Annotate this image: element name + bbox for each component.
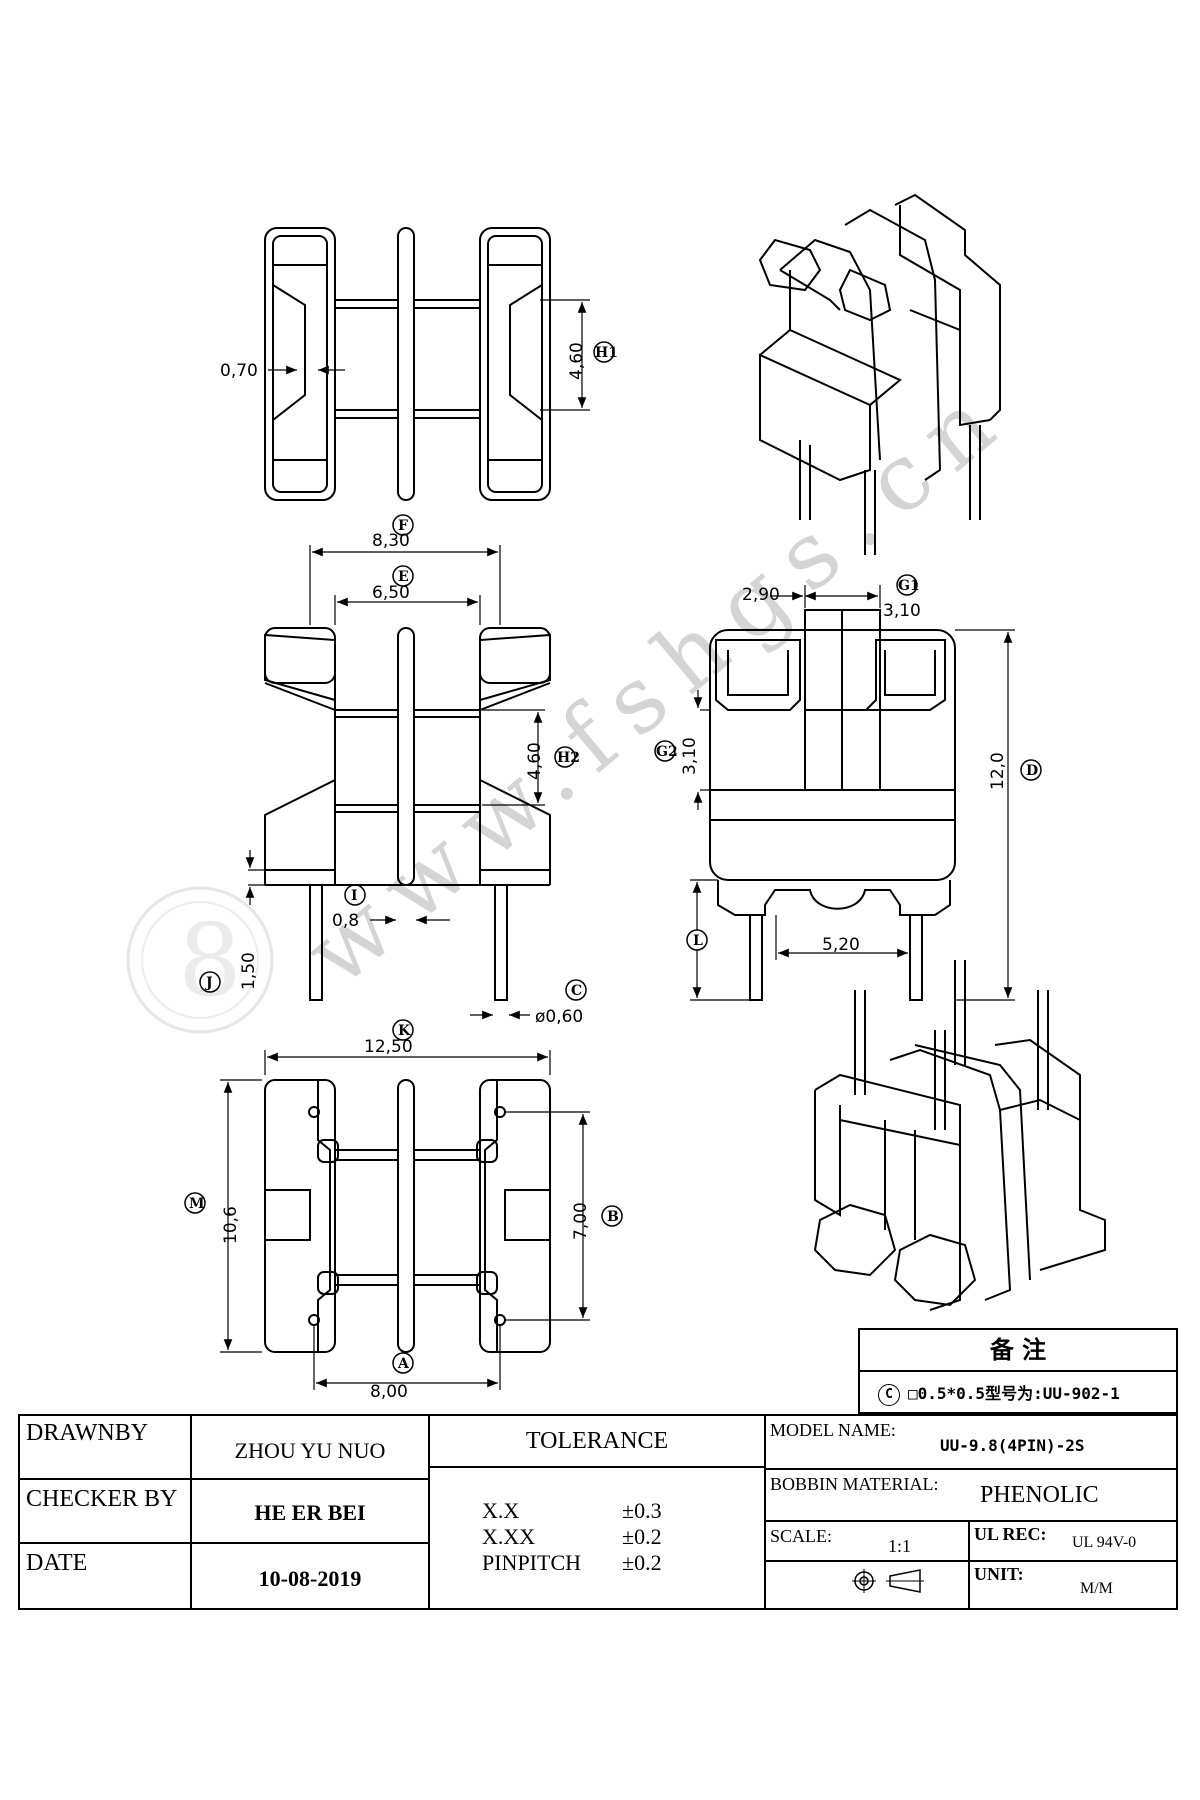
svg-text:H2: H2 <box>557 750 580 766</box>
material-value: PHENOLIC <box>980 1482 1099 1508</box>
tolerance-row: X.X ±0.3 <box>482 1498 742 1524</box>
checker-value: HE ER BEI <box>254 1500 366 1525</box>
svg-text:E: E <box>398 569 409 585</box>
tolerance-key: X.XX <box>482 1524 536 1549</box>
tolerance-key: PINPITCH <box>482 1550 582 1575</box>
dim-h2: 4,60 <box>525 742 545 780</box>
svg-text:C: C <box>571 983 582 999</box>
svg-text:D: D <box>1026 763 1038 779</box>
side-view-dims <box>690 585 1015 1001</box>
unit-label: UNIT: <box>974 1564 1024 1584</box>
dim-g1-left: 2,90 <box>742 585 780 605</box>
watermark-text: www.fshgs.cn <box>285 358 1029 1006</box>
tag-g2: G2 <box>654 740 678 762</box>
dim-c: ø0,60 <box>535 1007 583 1027</box>
tolerance-key: X.X <box>482 1498 520 1523</box>
dim-a: 8,00 <box>370 1382 408 1402</box>
front-view <box>264 627 551 1001</box>
isometric-view-top <box>758 193 1001 555</box>
svg-text:F: F <box>398 518 408 534</box>
dim-j: 1,50 <box>239 952 259 990</box>
scale-value: 1:1 <box>888 1536 912 1556</box>
tag-d: D <box>1020 759 1042 781</box>
watermark-logo: 8 <box>126 886 274 1034</box>
tag-l: L <box>686 929 708 951</box>
material-label: BOBBIN MATERIAL: <box>770 1474 939 1494</box>
dim-i: 0,8 <box>332 911 359 931</box>
date-value: 10-08-2019 <box>258 1566 362 1591</box>
dim-d: 12,0 <box>988 752 1008 790</box>
svg-text:K: K <box>398 1023 411 1039</box>
tag-j: J <box>199 971 221 993</box>
checker-label: CHECKER BY <box>26 1486 178 1512</box>
dim-g2: 3,10 <box>680 737 700 775</box>
remarks-tag: C <box>878 1383 900 1406</box>
unit-value: M/M <box>1080 1580 1113 1597</box>
svg-text:G2: G2 <box>656 744 678 760</box>
dim-k: 12,50 <box>364 1037 413 1057</box>
tag-h2: H2 <box>554 746 580 768</box>
tag-f: F <box>392 514 414 536</box>
svg-text:I: I <box>351 888 358 904</box>
tag-c: C <box>565 979 587 1001</box>
dim-b: 7,00 <box>571 1202 591 1240</box>
remarks-title: 备 注 <box>860 1330 1176 1372</box>
tolerance-value: ±0.2 <box>622 1524 662 1549</box>
svg-text:G1: G1 <box>898 578 920 594</box>
tolerance-value: ±0.3 <box>622 1498 662 1523</box>
svg-text:L: L <box>693 933 703 949</box>
remarks-box: 备 注 C □0.5*0.5型号为:UU-902-1 <box>858 1328 1178 1414</box>
dim-f: 8,30 <box>372 531 410 551</box>
tolerance-table: X.X ±0.3 X.XX ±0.2 PINPITCH ±0.2 <box>482 1498 742 1576</box>
tag-e: E <box>392 565 414 587</box>
drawn-by-value: ZHOU YU NUO <box>234 1438 386 1463</box>
date-label: DATE <box>26 1550 88 1576</box>
tag-b: B <box>601 1205 623 1227</box>
top-view <box>264 227 551 501</box>
bottom-view-dims <box>220 1050 590 1390</box>
svg-text:8: 8 <box>178 902 242 1019</box>
side-view <box>709 609 956 1001</box>
ul-value: UL 94V-0 <box>1072 1534 1137 1551</box>
title-block: DRAWNBY ZHOU YU NUO CHECKER BY HE ER BEI… <box>18 1414 1178 1610</box>
third-angle-projection-icon <box>852 1569 924 1593</box>
drawn-by-label: DRAWNBY <box>26 1420 149 1446</box>
svg-text:H1: H1 <box>595 345 618 361</box>
svg-text:M: M <box>189 1196 205 1212</box>
remarks-text: □0.5*0.5型号为:UU-902-1 <box>908 1384 1120 1403</box>
tolerance-value: ±0.2 <box>622 1550 662 1575</box>
tag-g1: G1 <box>896 574 920 596</box>
tag-i: I <box>344 884 366 906</box>
svg-text:J: J <box>204 975 213 991</box>
isometric-view-bottom <box>813 960 1106 1311</box>
scale-label: SCALE: <box>770 1526 833 1546</box>
tag-m: M <box>184 1192 206 1214</box>
dim-pin-spacing: 5,20 <box>822 935 860 955</box>
remarks-line: C □0.5*0.5型号为:UU-902-1 <box>878 1380 1174 1408</box>
bottom-view <box>264 1079 551 1353</box>
dim-m: 10,6 <box>221 1206 241 1244</box>
front-view-dims <box>245 545 545 1020</box>
dim-e: 6,50 <box>372 583 410 603</box>
tag-k: K <box>392 1019 414 1041</box>
model-label: MODEL NAME: <box>770 1420 896 1440</box>
dim-slot-width: 0,70 <box>220 361 258 381</box>
top-view-dims <box>268 299 590 411</box>
dim-h1: 4,60 <box>567 342 587 380</box>
tag-h1: H1 <box>593 341 618 363</box>
model-value: UU-9.8(4PIN)-2S <box>940 1436 1085 1455</box>
ul-label: UL REC: <box>974 1524 1047 1544</box>
tag-a: A <box>392 1352 414 1374</box>
svg-text:A: A <box>397 1356 410 1372</box>
svg-text:B: B <box>607 1209 619 1225</box>
tolerance-title: TOLERANCE <box>525 1428 669 1454</box>
dim-g1-right: 3,10 <box>883 601 921 621</box>
tolerance-row: PINPITCH ±0.2 <box>482 1550 742 1576</box>
tolerance-row: X.XX ±0.2 <box>482 1524 742 1550</box>
